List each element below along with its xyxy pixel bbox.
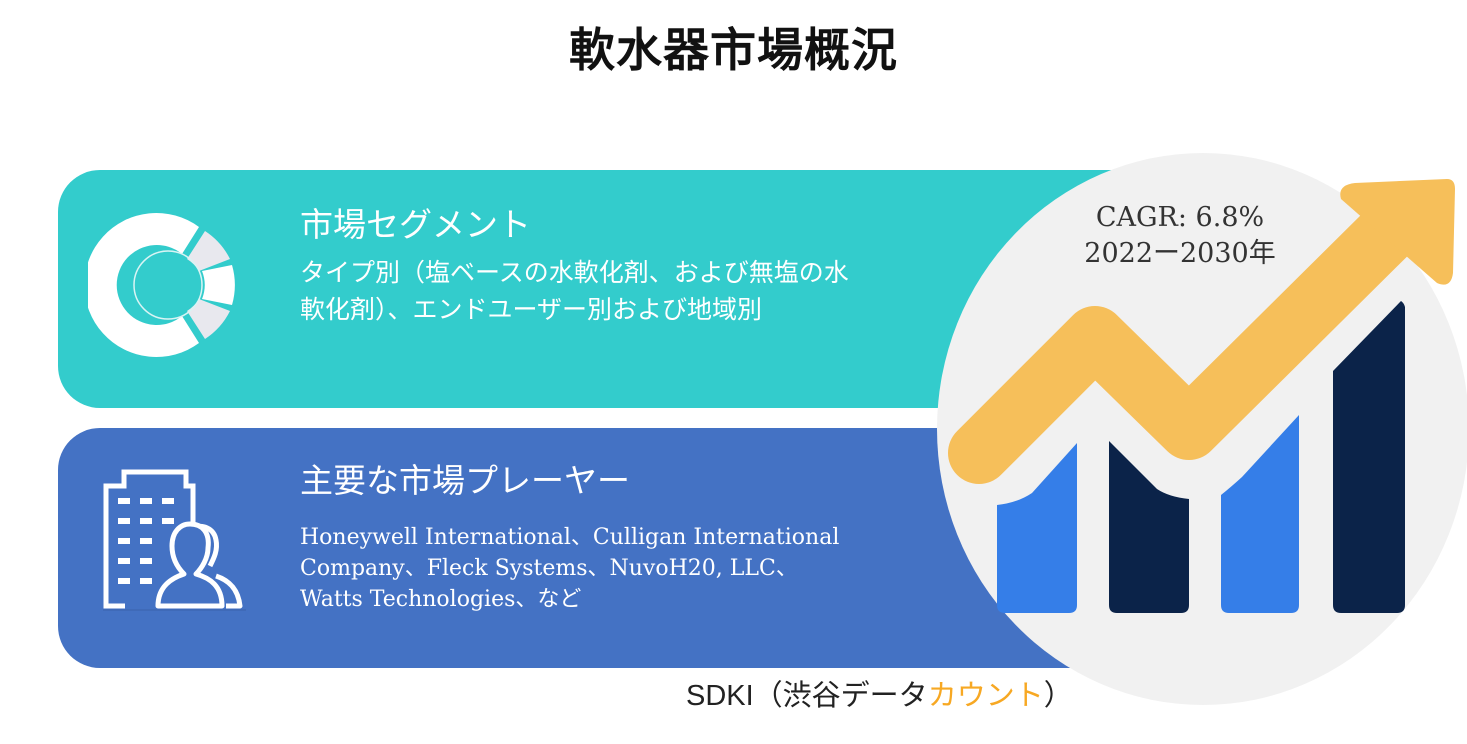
forecast-period: 2022ー2030年	[1084, 238, 1276, 269]
source-credit: SDKI（渋谷データカウント）	[686, 672, 1073, 714]
players-heading: 主要な市場プレーヤー	[300, 461, 630, 500]
source-prefix: SDKI（渋谷データ	[686, 680, 928, 712]
key-players-panel: 主要な市場プレーヤー Honeywell International、Culli…	[58, 428, 1138, 668]
building-people-icon	[103, 469, 246, 611]
page-title: 軟水器市場概況	[569, 23, 898, 77]
growth-chart-arrow-icon	[948, 179, 1455, 613]
market-segment-panel: 市場セグメント タイプ別（塩ベースの水軟化剤、および無塩の水軟化剤）、エンドユー…	[58, 170, 1138, 408]
segment-heading: 市場セグメント	[300, 205, 531, 244]
segment-body: タイプ別（塩ベースの水軟化剤、および無塩の水軟化剤）、エンドユーザー別および地域…	[300, 258, 849, 324]
donut-chart-icon	[88, 213, 235, 357]
source-accent: カウント	[927, 680, 1044, 712]
source-suffix: ）	[1043, 680, 1073, 712]
cagr-label: CAGR: 6.8% 2022ー2030年	[1070, 200, 1290, 272]
cagr-value: CAGR: 6.8%	[1095, 202, 1265, 233]
players-body: Honeywell International、Culligan Interna…	[300, 525, 840, 612]
